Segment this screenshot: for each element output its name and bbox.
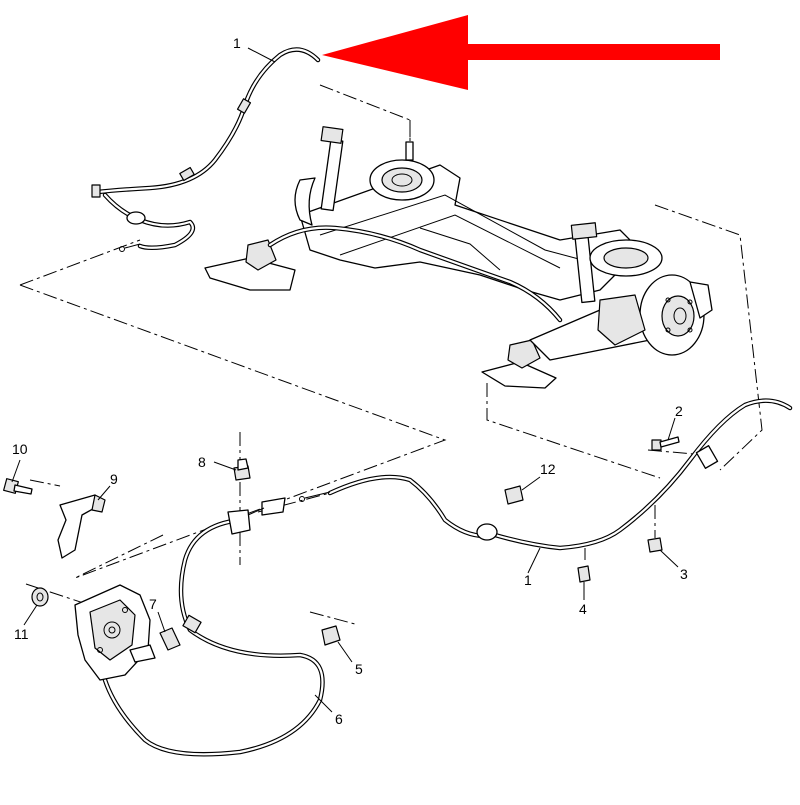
rear-cable-upper	[91, 47, 321, 252]
bolt-part-10	[3, 478, 33, 495]
callout-10: 10	[12, 441, 28, 457]
callout-8: 8	[198, 454, 206, 470]
cable-guide-bracket	[227, 497, 286, 535]
callout-6: 6	[335, 711, 343, 727]
front-cable	[102, 517, 325, 757]
callout-2: 2	[675, 403, 683, 419]
callout-11: 11	[14, 626, 29, 642]
callout-7: 7	[149, 596, 157, 612]
callout-1-lower: 1	[524, 572, 532, 588]
callout-labels: 1 1 2 3 4 5 6 7 8 9 10 11 12	[12, 35, 688, 727]
rear-cable-through-axle	[267, 225, 563, 323]
clip-part-7	[159, 627, 181, 651]
rear-cable-lower	[299, 398, 793, 551]
nut-part-8	[233, 458, 251, 481]
callout-5: 5	[355, 661, 363, 677]
rear-axle-assembly	[204, 126, 713, 389]
callout-3: 3	[680, 566, 688, 582]
leader-lines	[11, 47, 679, 713]
nut-part-3	[647, 537, 663, 553]
callout-12: 12	[540, 461, 556, 477]
red-pointer-arrow	[322, 15, 720, 90]
callout-1-upper: 1	[233, 35, 241, 51]
nut-part-11	[31, 587, 49, 607]
bolt-part-2	[651, 436, 680, 451]
parking-brake-actuator	[74, 584, 156, 681]
clip-part-4	[577, 565, 591, 583]
clip-part-5	[321, 625, 341, 646]
callout-9: 9	[110, 471, 118, 487]
bracket-part-9	[57, 494, 106, 559]
clip-part-12	[504, 485, 524, 505]
callout-4: 4	[579, 601, 587, 617]
